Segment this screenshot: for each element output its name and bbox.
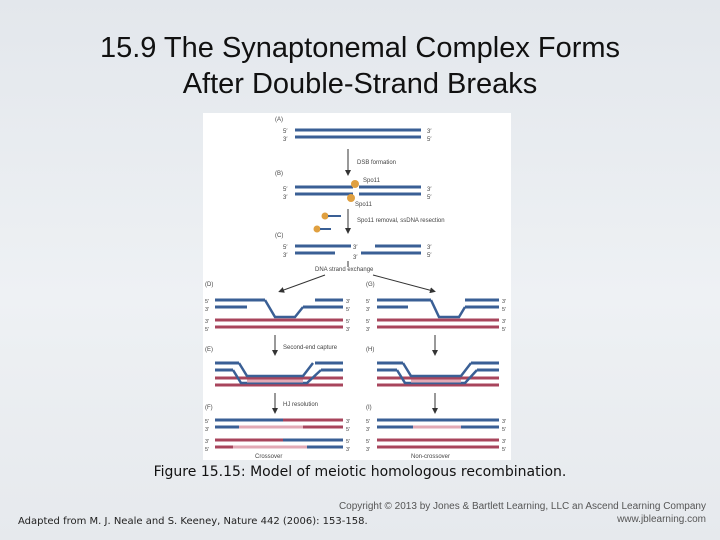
end-label: 5′ [205,447,209,453]
end-label: 3′ [346,299,350,305]
end-label: 3′ [283,137,288,143]
copyright-notice: Copyright © 2013 by Jones & Bartlett Lea… [339,500,706,526]
end-label: 3′ [205,319,209,325]
title-line-2: After Double-Strand Breaks [182,68,538,100]
panel-i-label: (I) [366,405,372,411]
recombination-figure: (A) 5′ 3′ 3′ 5′ DSB formation (B) 5′ 3′ … [203,113,511,460]
panel-e-label: (E) [205,347,213,353]
end-label: 5′ [366,319,370,325]
end-label: 5′ [427,137,432,143]
end-label: 5′ [283,129,288,135]
end-label: 5′ [283,245,288,251]
copyright-line-2: www.jblearning.com [617,514,706,525]
slide-title: 15.9 The Synaptonemal Complex Forms Afte… [0,30,720,102]
end-label: 5′ [205,327,209,333]
end-label: 3′ [502,299,506,305]
end-label: 3′ [366,307,370,313]
end-label: 3′ [283,195,288,201]
holliday-junction [231,369,322,385]
panel-f-label: (F) [205,405,213,411]
end-label: 5′ [283,187,288,193]
panel-h-label: (H) [366,347,374,353]
end-label: 3′ [427,187,432,193]
end-label: 3′ [205,439,209,445]
non-crossover-label: Non-crossover [411,454,450,460]
end-label: 3′ [346,419,350,425]
spo11-protein-icon [347,194,355,202]
end-label: 5′ [346,307,350,313]
end-label: 3′ [205,427,209,433]
step-label-spo-removal: Spo11 removal, ssDNA resection [357,218,445,224]
step-label-dsb: DSB formation [357,160,396,166]
end-label: 5′ [502,427,506,433]
end-label: 5′ [427,195,432,201]
end-label: 5′ [205,299,209,305]
step-label-strand-exchange: DNA strand exchange [315,267,374,273]
spo11-protein-icon [313,225,321,233]
end-label: 3′ [366,447,370,453]
holliday-junction [237,362,314,378]
panel-a-label: (A) [275,117,283,123]
step-arrow [278,274,326,293]
spo11-protein-icon [321,212,329,220]
step-arrow [372,274,436,294]
end-label: 3′ [353,255,358,261]
crossover-label: Crossover [255,454,282,460]
title-line-1: 15.9 The Synaptonemal Complex Forms [99,32,621,64]
holliday-junction [395,369,478,385]
panel-b-label: (B) [275,171,283,177]
figure-caption: Figure 15.15: Model of meiotic homologou… [153,464,567,480]
end-label: 3′ [366,327,370,333]
end-label: 5′ [366,419,370,425]
end-label: 5′ [502,307,506,313]
end-label: 3′ [427,245,432,251]
end-label: 3′ [427,129,432,135]
end-label: 5′ [502,327,506,333]
step-label-second-end: Second-end capture [283,345,338,351]
panel-d-label: (D) [205,282,213,288]
end-label: 3′ [353,245,358,251]
end-label: 5′ [502,447,506,453]
end-label: 5′ [346,319,350,325]
end-label: 3′ [502,419,506,425]
end-label: 5′ [427,253,432,259]
end-label: 3′ [346,447,350,453]
step-label-hj: HJ resolution [283,402,318,408]
invading-strand [429,299,467,319]
end-label: 5′ [366,299,370,305]
recombination-diagram: (A) 5′ 3′ 3′ 5′ DSB formation (B) 5′ 3′ … [205,117,506,460]
spo11-protein-icon [351,180,359,188]
panel-g-label: (G) [366,282,375,288]
panel-c-label: (C) [275,233,283,239]
spo11-label: Spo11 [363,178,381,184]
spo11-label: Spo11 [355,202,373,208]
end-label: 3′ [346,327,350,333]
holliday-junction [401,362,472,378]
end-label: 3′ [502,319,506,325]
copyright-line-1: Copyright © 2013 by Jones & Bartlett Lea… [338,501,706,512]
invading-strand [263,299,304,319]
end-label: 3′ [283,253,288,259]
end-label: 5′ [346,439,350,445]
end-label: 3′ [502,439,506,445]
end-label: 5′ [346,427,350,433]
end-label: 3′ [205,307,209,313]
source-citation: Adapted from M. J. Neale and S. Keeney, … [18,516,368,527]
end-label: 3′ [366,427,370,433]
end-label: 5′ [205,419,209,425]
end-label: 5′ [366,439,370,445]
